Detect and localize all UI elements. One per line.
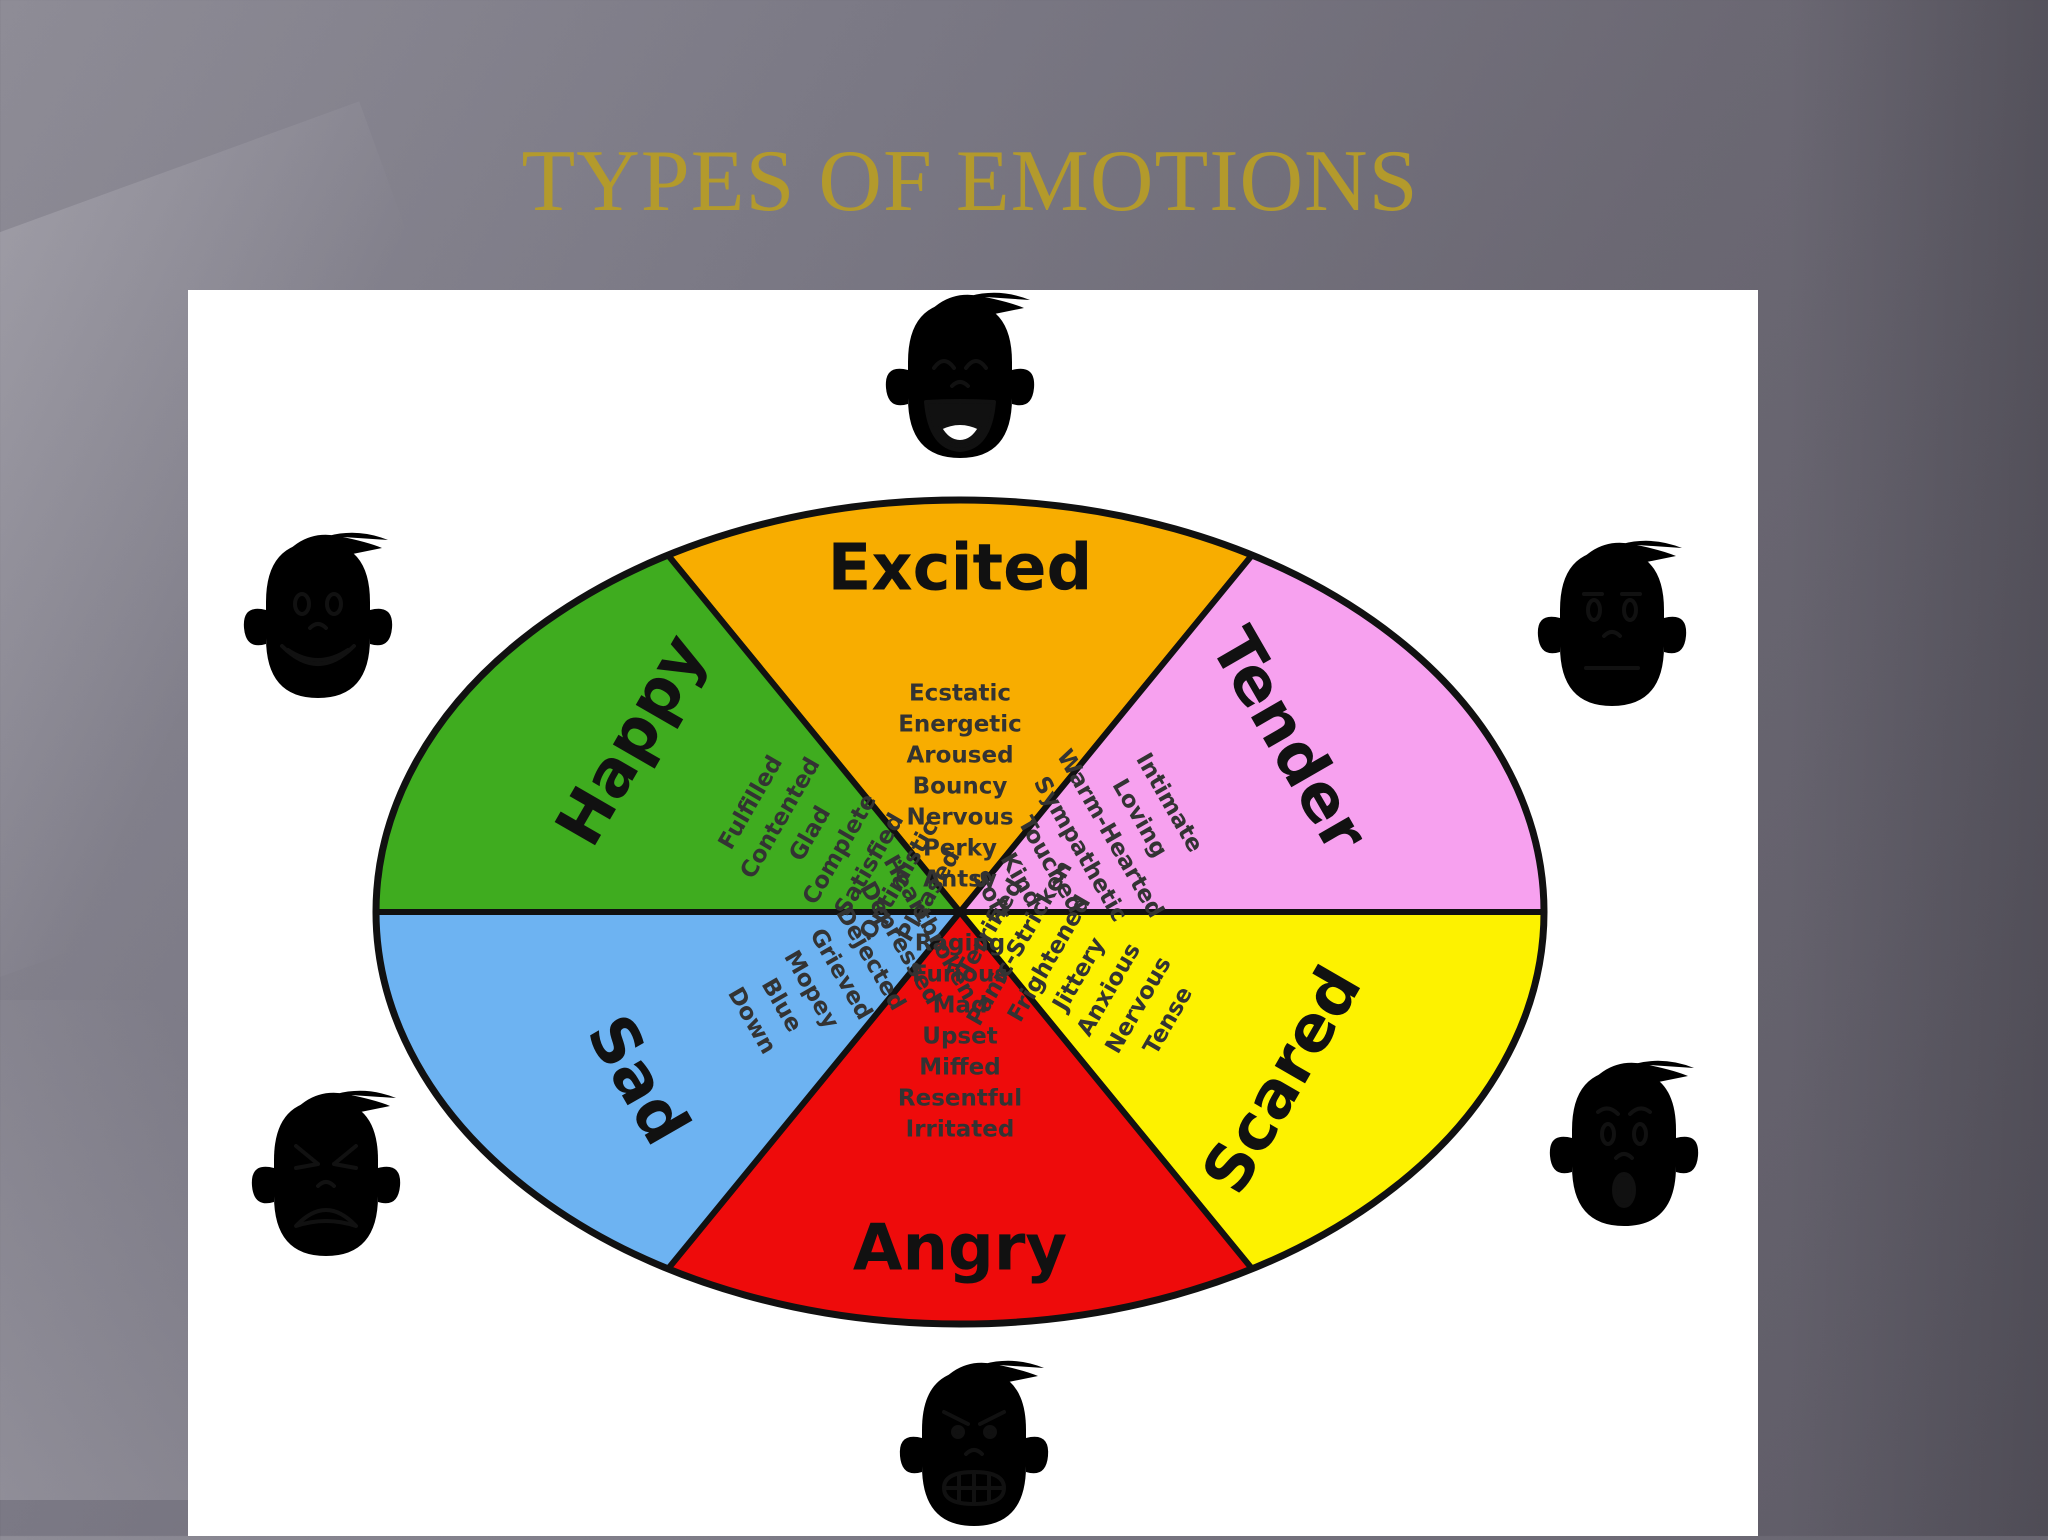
slide-title: TYPES OF EMOTIONS (521, 133, 1419, 230)
background-shade (1788, 0, 2048, 1536)
sector-word-energetic: Energetic (898, 712, 1022, 738)
sector-word-nervous: Nervous (906, 805, 1013, 831)
scared-face-icon (1549, 1060, 1699, 1226)
sector-word-ecstatic: Ecstatic (909, 681, 1011, 707)
calm-face-icon (1537, 540, 1687, 706)
wheel: ExcitedEcstaticEnergeticArousedBouncyNer… (372, 496, 1548, 1328)
sector-word-raging: Raging (915, 931, 1005, 957)
sector-label-angry: Angry (853, 1212, 1067, 1286)
sector-word-aroused: Aroused (906, 743, 1013, 769)
faces (243, 292, 1699, 1526)
sector-word-irritated: Irritated (906, 1117, 1015, 1143)
smiling-face-icon (243, 532, 393, 698)
angry-face-icon (899, 1360, 1049, 1526)
sector-word-perky: Perky (923, 836, 997, 862)
sector-word-mad: Mad (933, 993, 988, 1019)
sector-word-upset: Upset (922, 1024, 997, 1050)
emotion-wheel-diagram: ExcitedEcstaticEnergeticArousedBouncyNer… (243, 292, 1699, 1526)
sector-label-excited: Excited (828, 532, 1093, 606)
crying-face-icon (251, 1090, 401, 1256)
laughing-face-icon (885, 292, 1035, 458)
sector-word-bouncy: Bouncy (913, 774, 1008, 800)
sector-word-furious: Furious (912, 962, 1008, 988)
sector-word-antsy: Antsy (923, 867, 997, 893)
wheel-outline (372, 496, 1548, 1328)
sector-word-miffed: Miffed (919, 1055, 1000, 1081)
sector-word-resentful: Resentful (898, 1086, 1022, 1112)
